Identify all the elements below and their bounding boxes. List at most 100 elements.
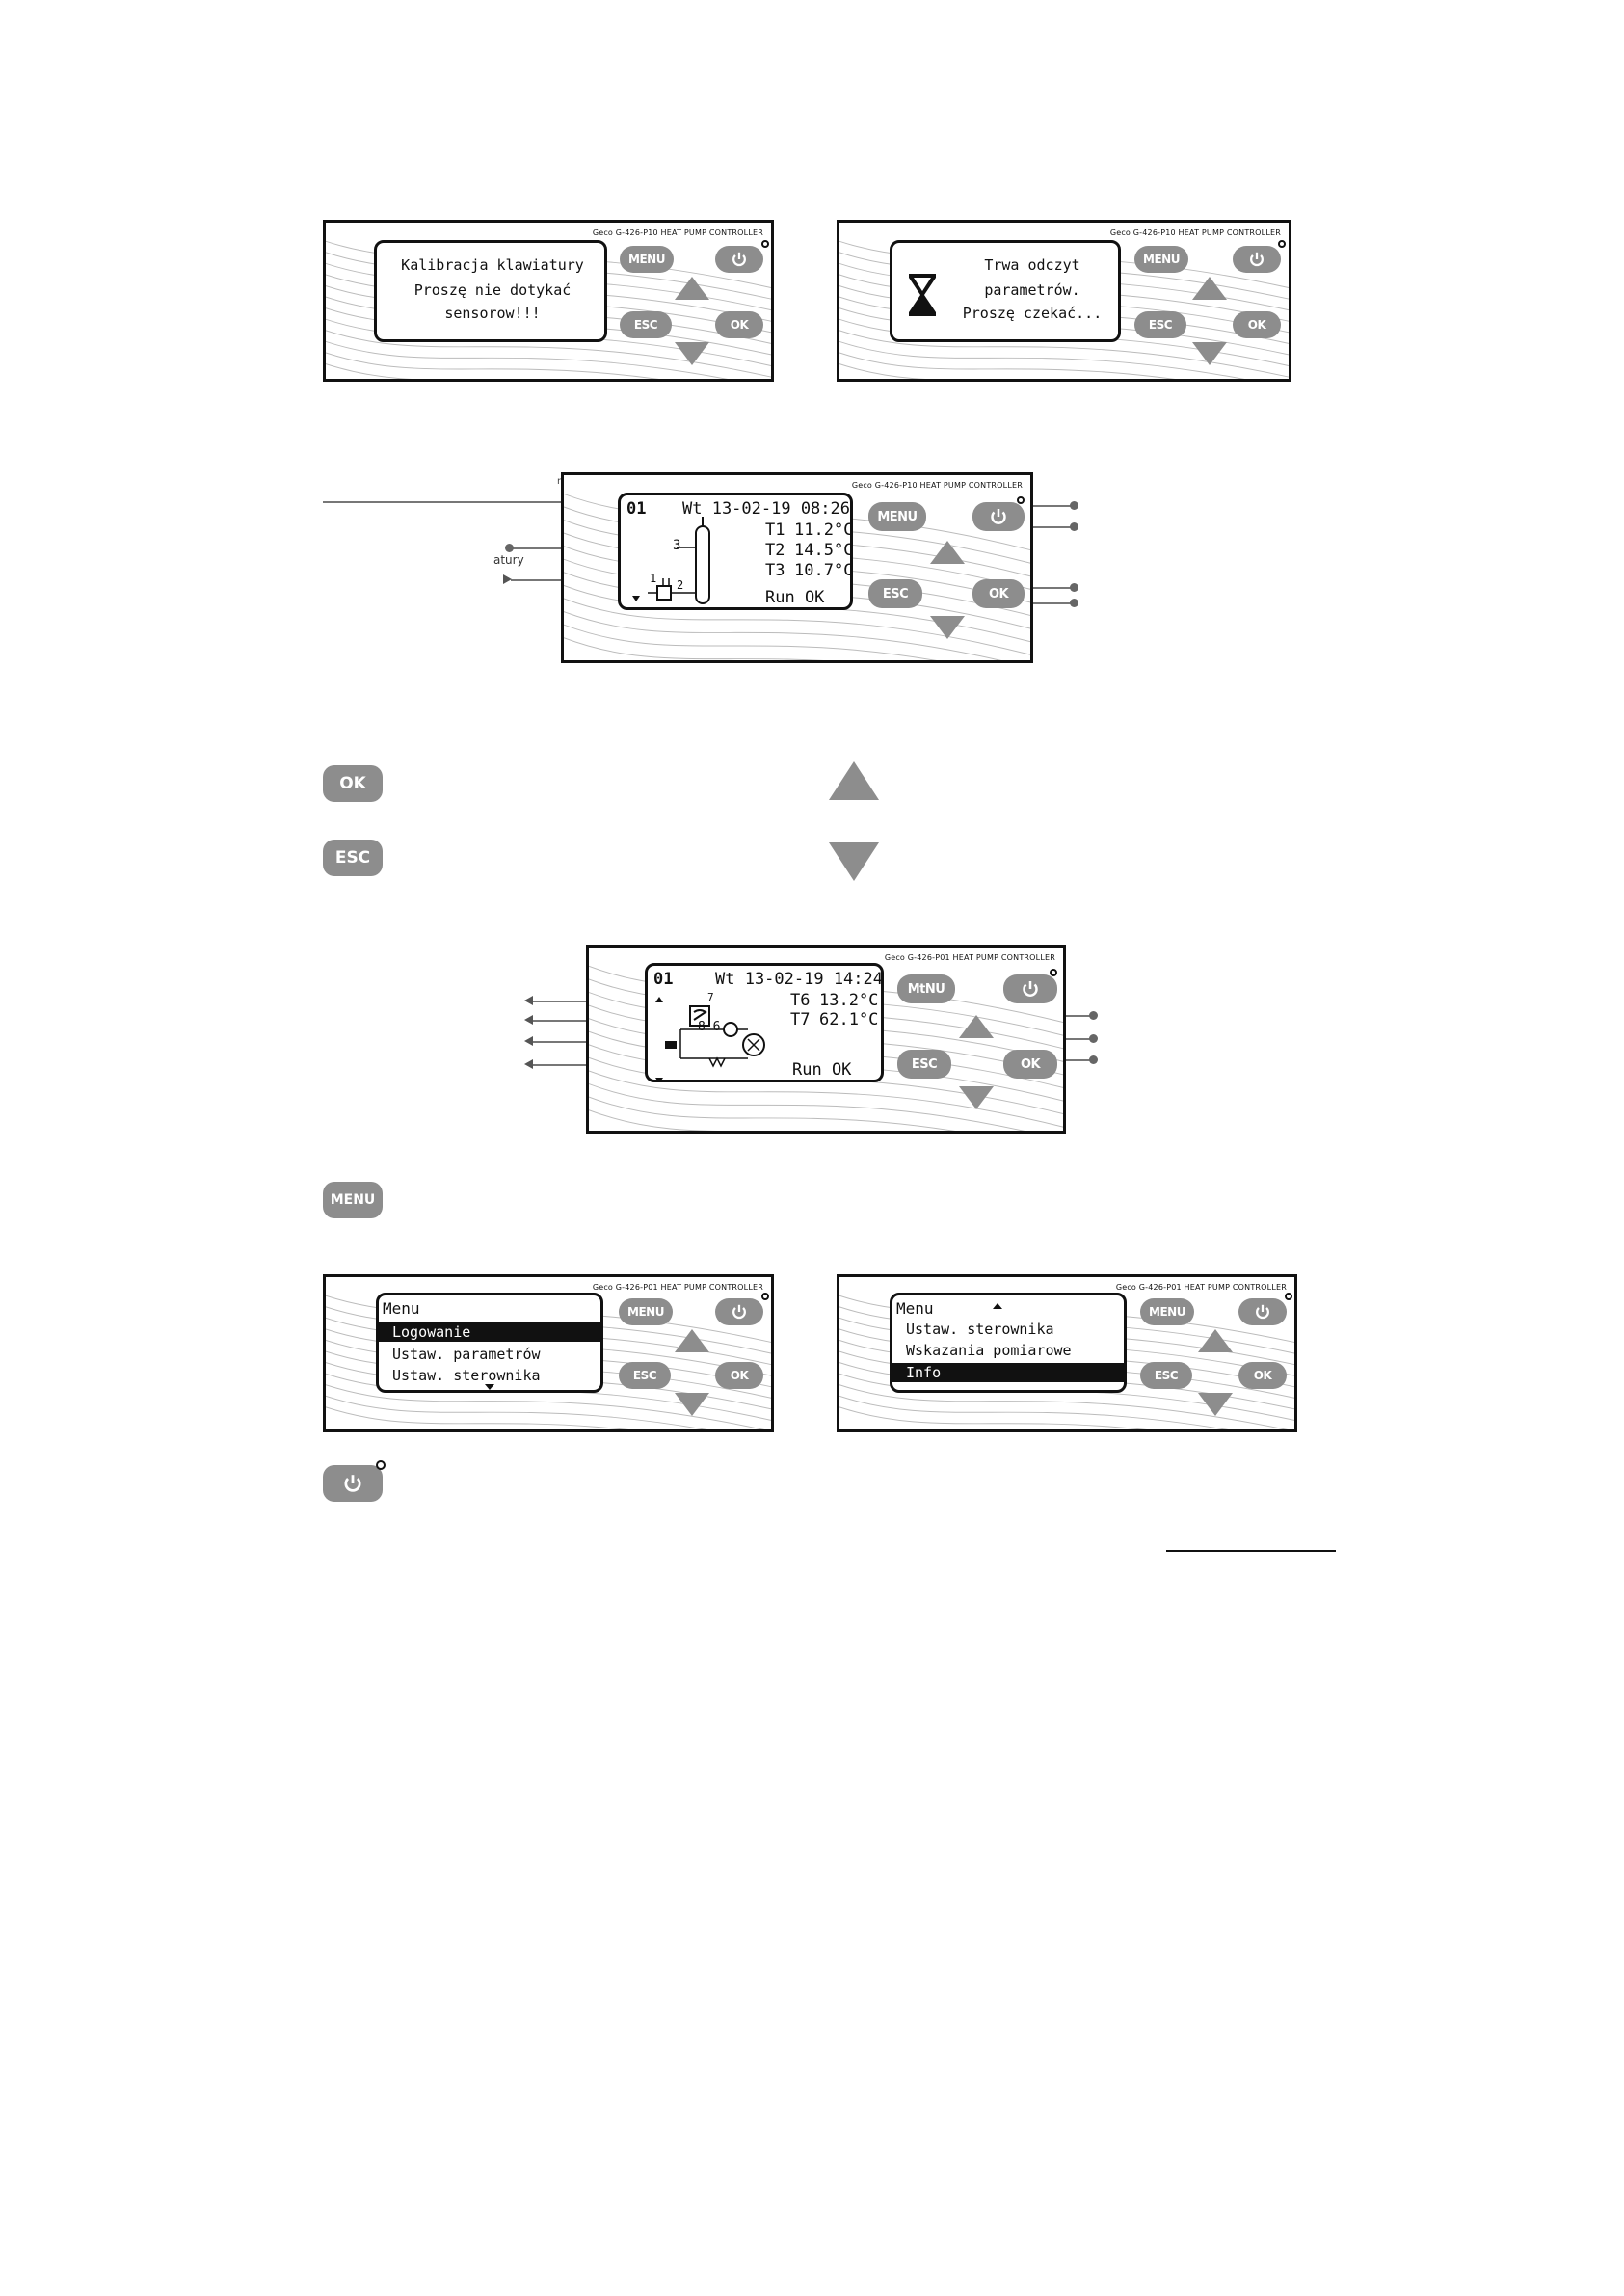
menu-item-info[interactable]: Info: [892, 1363, 1124, 1382]
legend-up-icon: [829, 761, 879, 800]
callout-dot: [1070, 501, 1078, 510]
menu-item-ustaw-sterownika[interactable]: Ustaw. sterownika: [392, 1367, 541, 1384]
sensor-number: 8 6: [698, 1020, 721, 1034]
legend-menu-button: MENU: [323, 1182, 383, 1218]
lcd-screen: Menu Ustaw. sterownika Wskazania pomiaro…: [890, 1293, 1127, 1393]
menu-button[interactable]: MENU: [620, 246, 674, 273]
ok-button[interactable]: OK: [1003, 1050, 1057, 1079]
up-arrow-button[interactable]: [675, 1329, 709, 1352]
temp-label: T1: [765, 521, 785, 540]
lcd-line: sensorow!!!: [444, 305, 541, 322]
controller-panel-menu-1: Geco G-426-P01 HEAT PUMP CONTROLLER Menu…: [323, 1274, 774, 1432]
down-arrow-button[interactable]: [675, 1393, 709, 1416]
power-led: [1278, 240, 1286, 248]
legend-power-led: [376, 1460, 386, 1470]
up-arrow-button[interactable]: [930, 541, 965, 564]
power-button[interactable]: [715, 1298, 763, 1325]
menu-item-wskazania-pomiarowe[interactable]: Wskazania pomiarowe: [906, 1342, 1072, 1359]
tank-diagram: [632, 517, 710, 604]
controller-panel-main-2: Geco G-426-P01 HEAT PUMP CONTROLLER 01 W…: [586, 945, 1066, 1134]
ok-button[interactable]: OK: [715, 1362, 763, 1389]
lcd-line: Proszę nie dotykać: [413, 281, 572, 299]
sensor-number: 1: [650, 572, 657, 585]
menu-item-logowanie[interactable]: Logowanie: [379, 1322, 600, 1342]
power-button[interactable]: [1238, 1298, 1287, 1325]
esc-button[interactable]: ESC: [619, 1362, 671, 1389]
temp-value: 13.2°C: [819, 991, 879, 1010]
esc-button[interactable]: ESC: [1140, 1362, 1192, 1389]
legend-power-button: [323, 1465, 383, 1502]
brand-label: Geco G-426-P01 HEAT PUMP CONTROLLER: [884, 953, 1055, 962]
ok-button[interactable]: OK: [972, 579, 1025, 608]
down-arrow-button[interactable]: [959, 1086, 994, 1109]
up-arrow-button[interactable]: [1198, 1329, 1233, 1352]
controller-panel-calibration: Geco G-426-P10 HEAT PUMP CONTROLLER Kali…: [323, 220, 774, 382]
menu-button[interactable]: MENU: [1134, 246, 1188, 273]
brand-label: Geco G-426-P10 HEAT PUMP CONTROLLER: [592, 228, 763, 237]
lcd-screen: Kalibracja klawiatury Proszę nie dotykać…: [374, 240, 607, 342]
callout-dot: [1070, 583, 1078, 592]
menu-item-ustaw-parametrow[interactable]: Ustaw. parametrów: [392, 1346, 541, 1363]
temp-label: T3: [765, 561, 785, 580]
temp-value: 11.2°C: [794, 521, 853, 540]
menu-button[interactable]: MENU: [1140, 1298, 1194, 1325]
power-icon: [1023, 981, 1038, 997]
power-led: [761, 1293, 769, 1300]
brand-label: Geco G-426-P01 HEAT PUMP CONTROLLER: [592, 1283, 763, 1292]
menu-button[interactable]: MENU: [619, 1298, 673, 1325]
down-arrow-button[interactable]: [1192, 342, 1227, 365]
callout-dot: [505, 544, 514, 552]
datetime: Wt 13-02-19 14:24: [715, 970, 883, 989]
up-arrow-button[interactable]: [959, 1015, 994, 1038]
power-button[interactable]: [715, 246, 763, 273]
sensor-number: 7: [707, 991, 714, 1003]
power-led: [1017, 496, 1025, 504]
side-label: n: [557, 476, 563, 487]
callout-dot: [1070, 522, 1078, 531]
lcd-line: Proszę czekać...: [962, 305, 1103, 322]
esc-button[interactable]: ESC: [897, 1050, 951, 1079]
esc-button[interactable]: ESC: [1134, 311, 1186, 338]
legend-down-icon: [829, 842, 879, 881]
menu-button[interactable]: MENU: [868, 502, 926, 531]
legend-esc-button: ESC: [323, 840, 383, 876]
down-arrow-button[interactable]: [930, 616, 965, 639]
power-icon: [1250, 252, 1264, 267]
up-arrow-button[interactable]: [675, 277, 709, 300]
ok-button[interactable]: OK: [1233, 311, 1281, 338]
lcd-screen: 01 Wt 13-02-19 08:26 3 1 2 T1 11.2°C T2 …: [618, 493, 853, 610]
power-button[interactable]: [972, 502, 1025, 531]
callout-arrow: [524, 1059, 533, 1069]
callout-arrow: [524, 1015, 533, 1025]
callout-arrow: [524, 1036, 533, 1046]
down-arrow-button[interactable]: [1198, 1393, 1233, 1416]
brand-label: Geco G-426-P01 HEAT PUMP CONTROLLER: [1115, 1283, 1287, 1292]
menu-button[interactable]: MtNU: [897, 974, 955, 1003]
esc-button[interactable]: ESC: [620, 311, 672, 338]
lcd-line: Kalibracja klawiatury: [401, 256, 584, 274]
callout-line: [323, 501, 568, 503]
callout-dot: [1070, 599, 1078, 607]
power-led: [1050, 969, 1057, 976]
temp-value: 10.7°C: [794, 561, 853, 580]
screen-id: 01: [653, 970, 674, 989]
power-icon: [344, 1475, 361, 1492]
menu-item-ustaw-sterownika[interactable]: Ustaw. sterownika: [906, 1321, 1054, 1338]
brand-label: Geco G-426-P10 HEAT PUMP CONTROLLER: [851, 481, 1023, 490]
down-arrow-button[interactable]: [675, 342, 709, 365]
power-icon: [732, 1304, 746, 1320]
power-button[interactable]: [1003, 974, 1057, 1003]
lcd-line: parametrów.: [984, 281, 1080, 299]
temp-value: 62.1°C: [819, 1010, 879, 1029]
wave-background: [839, 1295, 1294, 1429]
hourglass-icon: [909, 274, 936, 316]
menu-title: Menu: [896, 1299, 934, 1318]
esc-button[interactable]: ESC: [868, 579, 922, 608]
menu-title: Menu: [383, 1299, 420, 1318]
power-led: [1285, 1293, 1292, 1300]
lcd-screen: 01 Wt 13-02-19 14:24 7 8 6 T6 13.2°C T7 …: [645, 963, 884, 1082]
power-button[interactable]: [1233, 246, 1281, 273]
ok-button[interactable]: OK: [1238, 1362, 1287, 1389]
ok-button[interactable]: OK: [715, 311, 763, 338]
up-arrow-button[interactable]: [1192, 277, 1227, 300]
